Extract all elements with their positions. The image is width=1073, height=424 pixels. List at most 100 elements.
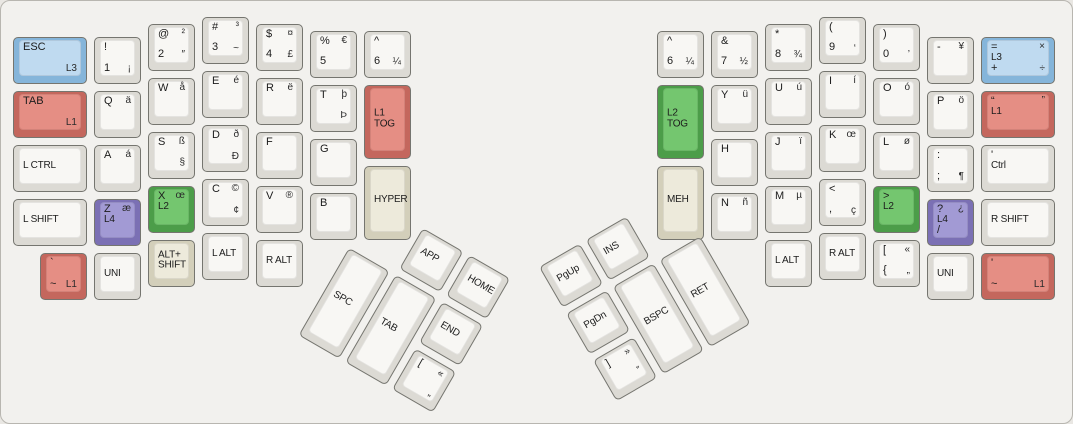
key-5[interactable]: %€5 <box>310 30 357 78</box>
key-e-legend-tr: é <box>233 75 239 86</box>
key-semicolon[interactable]: :;¶ <box>927 145 974 193</box>
key-0[interactable]: )0’ <box>873 23 920 71</box>
key-slash[interactable]: ?¿/L4 <box>927 199 974 247</box>
keycap: (9‘ <box>825 20 860 56</box>
key-b[interactable]: B <box>310 192 357 240</box>
key-l2-toggle[interactable]: L2 TOG <box>657 84 704 159</box>
key-p-legend-tr: ö <box>958 95 964 107</box>
key-lctrl[interactable]: L CTRL <box>13 145 87 193</box>
keycap: APP <box>408 233 457 283</box>
key-lshift[interactable]: L SHIFT <box>13 199 87 247</box>
key-9[interactable]: (9‘ <box>819 17 866 64</box>
key-g[interactable]: G <box>310 138 357 186</box>
key-ctrl[interactable]: 'Ctrl <box>981 145 1055 193</box>
key-2-legend-tr: ² <box>181 27 185 39</box>
key-s-legend-tl: S <box>158 135 166 148</box>
key-8-legend-bl: 8 <box>775 48 782 61</box>
key-quote[interactable]: “”L1 <box>981 91 1055 139</box>
key-uni-left-legend-c: UNI <box>104 268 121 279</box>
key-h[interactable]: H <box>711 138 758 186</box>
key-6-left-legend-bl: 6 <box>374 54 381 67</box>
key-tilde[interactable]: '~L1 <box>981 253 1055 301</box>
key-grave[interactable]: `~L1 <box>40 253 87 301</box>
key-r-legend-tr: ë <box>287 81 293 93</box>
key-minus[interactable]: -¥ <box>927 37 974 85</box>
key-ralt-left[interactable]: R ALT <box>256 239 303 287</box>
key-meh[interactable]: MEH <box>657 165 704 240</box>
key-s-legend-tr: ß <box>178 135 185 147</box>
key-a-legend-tr: á <box>125 149 131 161</box>
key-2-legend-br: ″ <box>181 49 185 61</box>
key-c[interactable]: C©¢ <box>202 179 249 226</box>
key-1[interactable]: !1¡ <box>94 37 141 85</box>
key-n-legend-tl: N <box>721 196 729 209</box>
keycap: L ALT <box>208 236 243 272</box>
key-u-legend-tr: ú <box>796 81 802 93</box>
key-lalt-right[interactable]: L ALT <box>765 239 812 287</box>
key-alt-shift[interactable]: ALT+ SHIFT <box>148 239 195 287</box>
keycap: “”L1 <box>987 94 1049 131</box>
key-period[interactable]: >L2 <box>873 185 920 233</box>
key-l1-toggle[interactable]: L1 TOG <box>364 84 411 159</box>
key-4[interactable]: $¤4£ <box>256 23 303 71</box>
key-f[interactable]: F <box>256 131 303 179</box>
key-quote-legend-tl: “ <box>991 95 995 108</box>
key-equals[interactable]: =×+÷L3 <box>981 37 1055 85</box>
key-comma-legend-bl: , <box>829 203 833 216</box>
keycap: ALT+ SHIFT <box>154 242 189 279</box>
key-7-legend-br: ½ <box>739 56 748 67</box>
key-meh-legend-c: MEH <box>667 193 689 205</box>
key-ctrl-legend-tl: ' <box>991 149 994 162</box>
key-o-legend-tl: O <box>883 81 892 94</box>
key-p-legend-tl: P <box>937 95 945 108</box>
key-rshift[interactable]: R SHIFT <box>981 199 1055 247</box>
key-uni-right[interactable]: UNI <box>927 253 974 301</box>
key-uni-left[interactable]: UNI <box>94 253 141 301</box>
key-6-left-legend-br: ¼ <box>392 56 401 67</box>
key-comma[interactable]: <,ç <box>819 179 866 226</box>
key-lbracket[interactable]: [«{„ <box>873 239 920 287</box>
key-equals-legend-c: L3 <box>991 52 1002 63</box>
key-v[interactable]: V® <box>256 185 303 233</box>
keycap: <,ç <box>825 182 860 218</box>
key-x-legend-tl: X <box>158 189 166 202</box>
key-lalt-left[interactable]: L ALT <box>202 233 249 280</box>
key-ralt-right[interactable]: R ALT <box>819 233 866 280</box>
key-tab-legend-tl: TAB <box>23 95 44 108</box>
key-hyper[interactable]: HYPER <box>364 165 411 240</box>
key-s-legend-br: § <box>179 157 185 169</box>
key-0-legend-bl: 0 <box>883 48 890 61</box>
